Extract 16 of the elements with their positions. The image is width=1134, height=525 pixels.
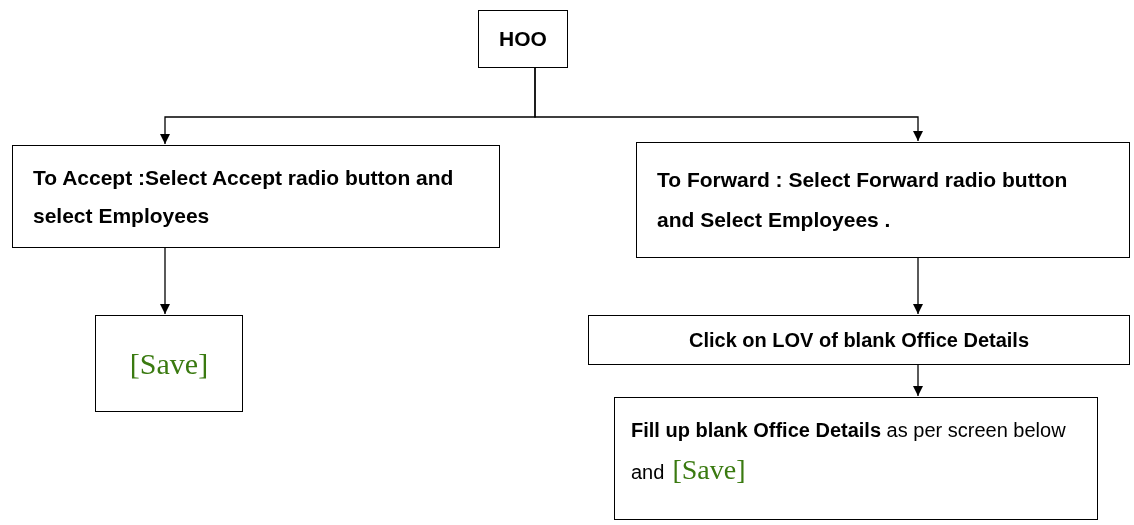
process-box (614, 397, 1098, 520)
process-box (478, 10, 568, 68)
box-label: HOO (499, 26, 547, 53)
process-box (588, 315, 1130, 365)
box-label: To Accept :Select Accept radio button and select Employees (33, 164, 455, 229)
process-box (12, 145, 500, 248)
arrow (912, 364, 924, 397)
arrow (534, 67, 924, 142)
process-box (95, 315, 243, 412)
process-box (636, 142, 1130, 258)
box-label: Click on LOV of blank Office Details (688, 328, 1030, 353)
arrow (912, 257, 924, 315)
save-label: [Save] (129, 346, 209, 382)
arrow (159, 247, 171, 315)
box-label: To Forward : Select Forward radio button and Select Employees . (657, 167, 1069, 233)
instruction-text: Fill up blank Office Details as per screen below and [Save] (631, 418, 1067, 487)
